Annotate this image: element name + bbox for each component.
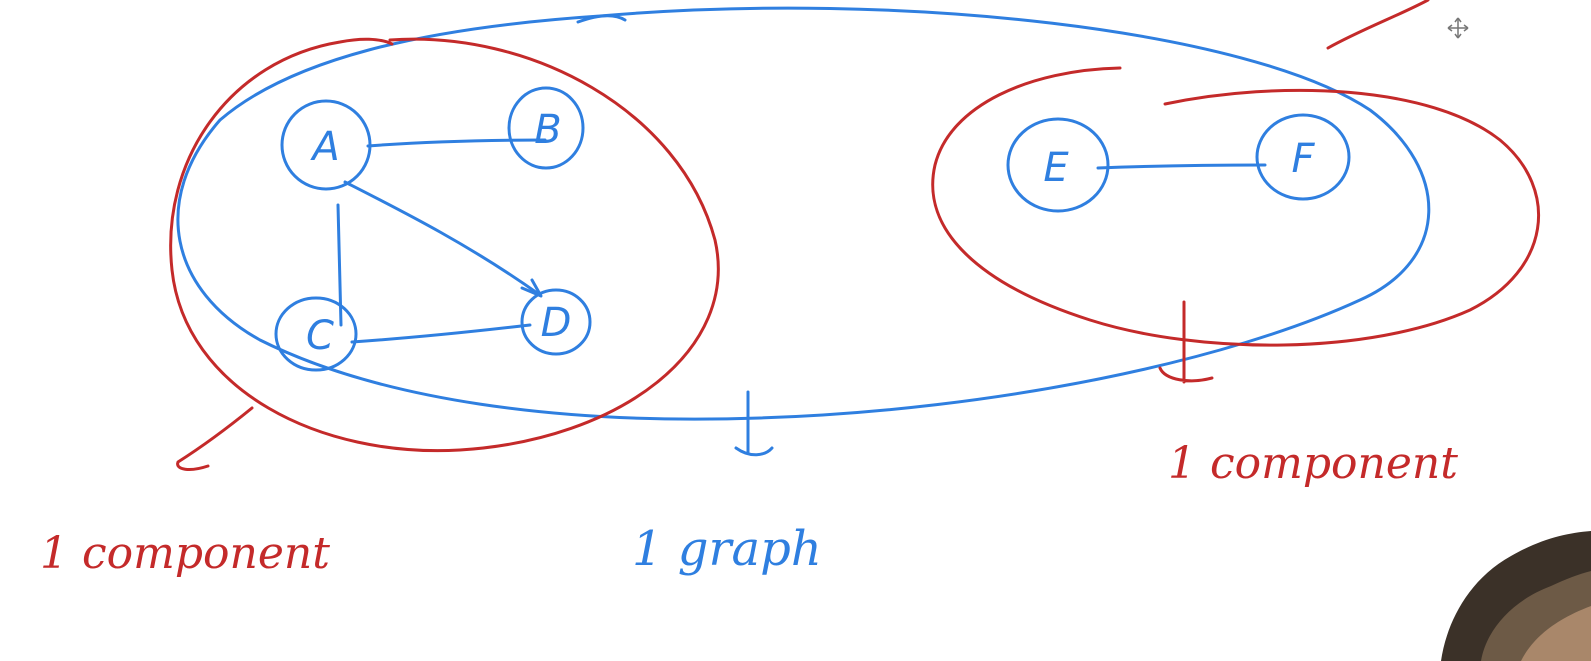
graph-pointer: [734, 390, 774, 457]
svg-text:E: E: [1043, 145, 1069, 191]
node-f: F: [1255, 113, 1351, 201]
svg-text:C: C: [306, 313, 334, 359]
node-e: E: [1006, 117, 1110, 213]
left-component-pointer: [176, 406, 254, 471]
node-d: D: [520, 288, 592, 356]
right-component-label: 1 component: [1168, 438, 1458, 489]
svg-text:B: B: [534, 107, 561, 153]
edge-a-d: [343, 180, 542, 297]
left-component-label: 1 component: [40, 528, 330, 579]
edge-c-d: [350, 323, 532, 344]
graph-boundary-ellipse: [176, 6, 1431, 421]
edge-e-f: [1096, 163, 1267, 170]
svg-text:A: A: [309, 124, 339, 170]
edge-a-b: [366, 138, 547, 148]
right-component-ellipse: [931, 66, 1541, 347]
presenter-webcam: [1441, 531, 1591, 661]
node-c: C: [274, 296, 358, 372]
graph-label: 1 graph: [632, 521, 822, 577]
move-cursor-icon: [1447, 17, 1469, 39]
red-stroke-topright: [1326, 0, 1430, 50]
graph-boundary-tail: [576, 14, 627, 24]
svg-text:F: F: [1291, 136, 1315, 182]
left-component-ellipse: [169, 37, 720, 453]
svg-text:D: D: [541, 300, 572, 346]
node-a: A: [280, 99, 372, 191]
edge-a-c: [336, 203, 343, 327]
node-b: B: [507, 86, 585, 170]
right-component-pointer: [1158, 300, 1214, 384]
edge-a-d-arrowhead: [520, 278, 543, 298]
